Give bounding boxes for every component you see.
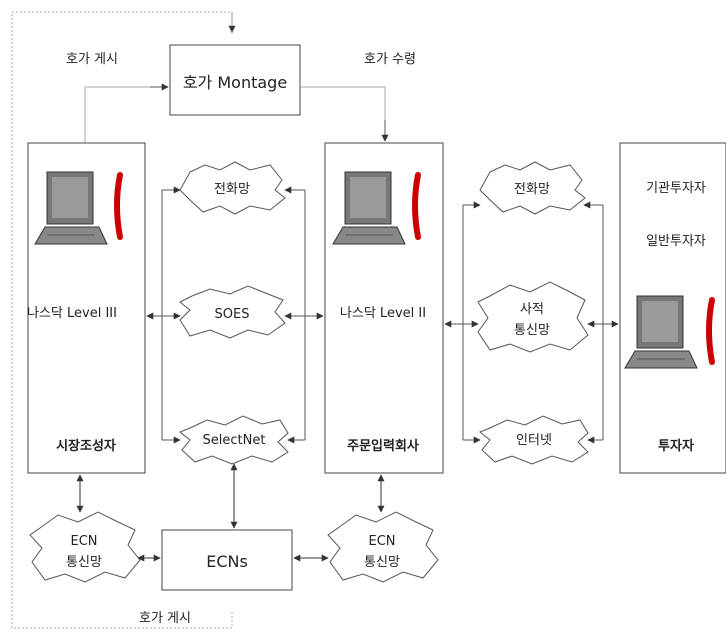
- order-entry-firm-label: 주문입력회사: [347, 438, 419, 454]
- montage-label: 호가 Montage: [183, 73, 287, 92]
- institutional-investor-label: 기관투자자: [646, 181, 706, 196]
- private-net-cloud: [477, 281, 589, 353]
- ecn-net-right-cloud: [327, 511, 439, 583]
- phone-net-right-label: 전화망: [514, 182, 550, 197]
- telephone-icon: [412, 172, 421, 240]
- nasdaq-level2-label: 나스닥 Level II: [340, 306, 426, 321]
- retail-investor-label: 일반투자자: [646, 234, 706, 249]
- phone-net-right-cloud: [479, 161, 586, 215]
- ecn-net-right-label-line2: 통신망: [364, 555, 400, 570]
- soes-cloud: [179, 285, 286, 339]
- montage-box: [169, 44, 301, 116]
- market-maker-label: 시장조성자: [56, 438, 116, 454]
- laptop-icon: [332, 171, 406, 245]
- outer-loop-line: [11, 11, 233, 629]
- quote-post-top-label: 호가 게시: [66, 52, 118, 67]
- laptop-icon: [34, 171, 108, 245]
- quote-post-bottom-label: 호가 게시: [139, 611, 191, 626]
- soes-label: SOES: [215, 307, 250, 322]
- investor-label: 투자자: [658, 439, 694, 454]
- quote-post-line: [84, 86, 166, 143]
- selectnet-label: SelectNet: [203, 433, 266, 448]
- private-net-label-line2: 통신망: [514, 323, 550, 338]
- ecns-box: [161, 529, 293, 591]
- phone-net-left-cloud: [179, 161, 286, 215]
- laptop-icon: [624, 295, 698, 369]
- nasdaq-level3-label: 나스닥 Level III: [27, 306, 117, 321]
- ecn-net-left-label-line1: ECN: [70, 534, 97, 549]
- ecn-net-left-cloud: [29, 511, 141, 583]
- ecn-net-left-label-line2: 통신망: [66, 555, 102, 570]
- internet-label: 인터넷: [516, 433, 552, 448]
- selectnet-cloud: [179, 415, 289, 465]
- internet-cloud: [479, 415, 589, 465]
- quote-receive-line: [300, 86, 386, 140]
- phone-net-left-label: 전화망: [214, 182, 250, 197]
- private-net-label-line1: 사적: [520, 302, 544, 317]
- telephone-icon: [706, 297, 715, 365]
- ecns-label: ECNs: [206, 552, 248, 571]
- quote-receive-label: 호가 수령: [364, 52, 416, 67]
- ecn-net-right-label-line1: ECN: [368, 534, 395, 549]
- telephone-icon: [114, 172, 123, 240]
